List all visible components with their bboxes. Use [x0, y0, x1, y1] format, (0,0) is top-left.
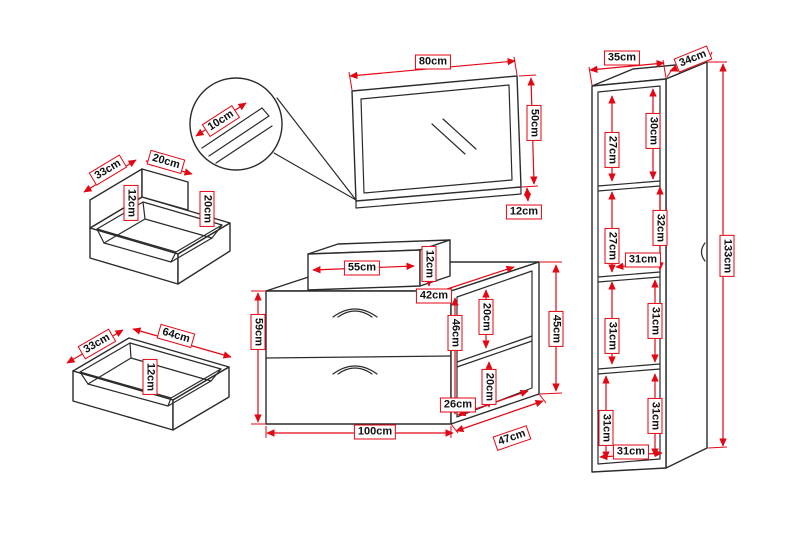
dim-organizer-lip-height: 12cm: [123, 184, 139, 222]
cabinet-shelf-1: [597, 180, 661, 192]
dim-bench-top-box-width: 55cm: [343, 260, 381, 276]
mirror-frame: [351, 75, 522, 202]
mirror-bottom-edge: [355, 186, 522, 209]
mirror: [351, 75, 522, 209]
drawer-gap: [265, 355, 452, 359]
cabinet-side-face: [665, 61, 708, 469]
dim-cabinet-c1-front: 27cm: [604, 131, 620, 169]
dim-bench-top-depth: 42cm: [415, 288, 453, 304]
dim-bench-niche-lower-height: 20cm: [481, 368, 497, 406]
mirror-reflection-lines: [431, 118, 477, 155]
drawer-handle-bottom: [332, 365, 378, 375]
dim-bench-side-height: 45cm: [548, 310, 564, 348]
niche-shelf: [456, 335, 533, 368]
dim-drawer-height: 12cm: [142, 358, 158, 396]
dim-bench-height: 59cm: [250, 313, 266, 351]
dim-mirror-depth: 12cm: [505, 204, 543, 220]
dim-cabinet-c4-back: 31cm: [647, 397, 663, 435]
cabinet-handle: [700, 242, 706, 262]
dim-cabinet-c2-back: 32cm: [652, 209, 668, 247]
cabinet-shelf-2: [597, 271, 661, 283]
dim-cabinet-bottom-width: 31cm: [612, 444, 650, 460]
organizer-back-wall: [141, 168, 189, 211]
mirror-glass: [360, 84, 513, 194]
dim-mirror-width: 80cm: [414, 54, 452, 70]
dim-organizer-side-height: 20cm: [199, 190, 215, 228]
dim-cabinet-c3-front: 31cm: [604, 317, 620, 355]
dim-cabinet-c2-width: 31cm: [624, 252, 662, 268]
bench-cabinet: [265, 239, 540, 425]
dim-bench-top-box-height: 12cm: [421, 245, 437, 283]
dim-cabinet-c4-front: 31cm: [598, 409, 614, 447]
dim-cabinet-height: 133cm: [719, 234, 735, 278]
dim-cabinet-c3-back: 31cm: [647, 302, 663, 340]
cabinet-shelf-3: [597, 363, 661, 375]
dim-bench-niche-inner-height: 46cm: [447, 314, 463, 352]
dim-bench-niche-width: 26cm: [439, 397, 477, 413]
dim-bench-niche-upper-height: 20cm: [478, 298, 494, 336]
dim-bench-width: 100cm: [353, 424, 397, 440]
dim-mirror-height: 50cm: [526, 104, 542, 142]
dim-cabinet-width: 35cm: [603, 50, 641, 66]
magnifier-detail: [189, 77, 357, 201]
dim-cabinet-c1-back: 30cm: [645, 112, 661, 150]
drawer-handle-top: [332, 308, 378, 318]
dim-cabinet-c2-front: 27cm: [604, 227, 620, 265]
